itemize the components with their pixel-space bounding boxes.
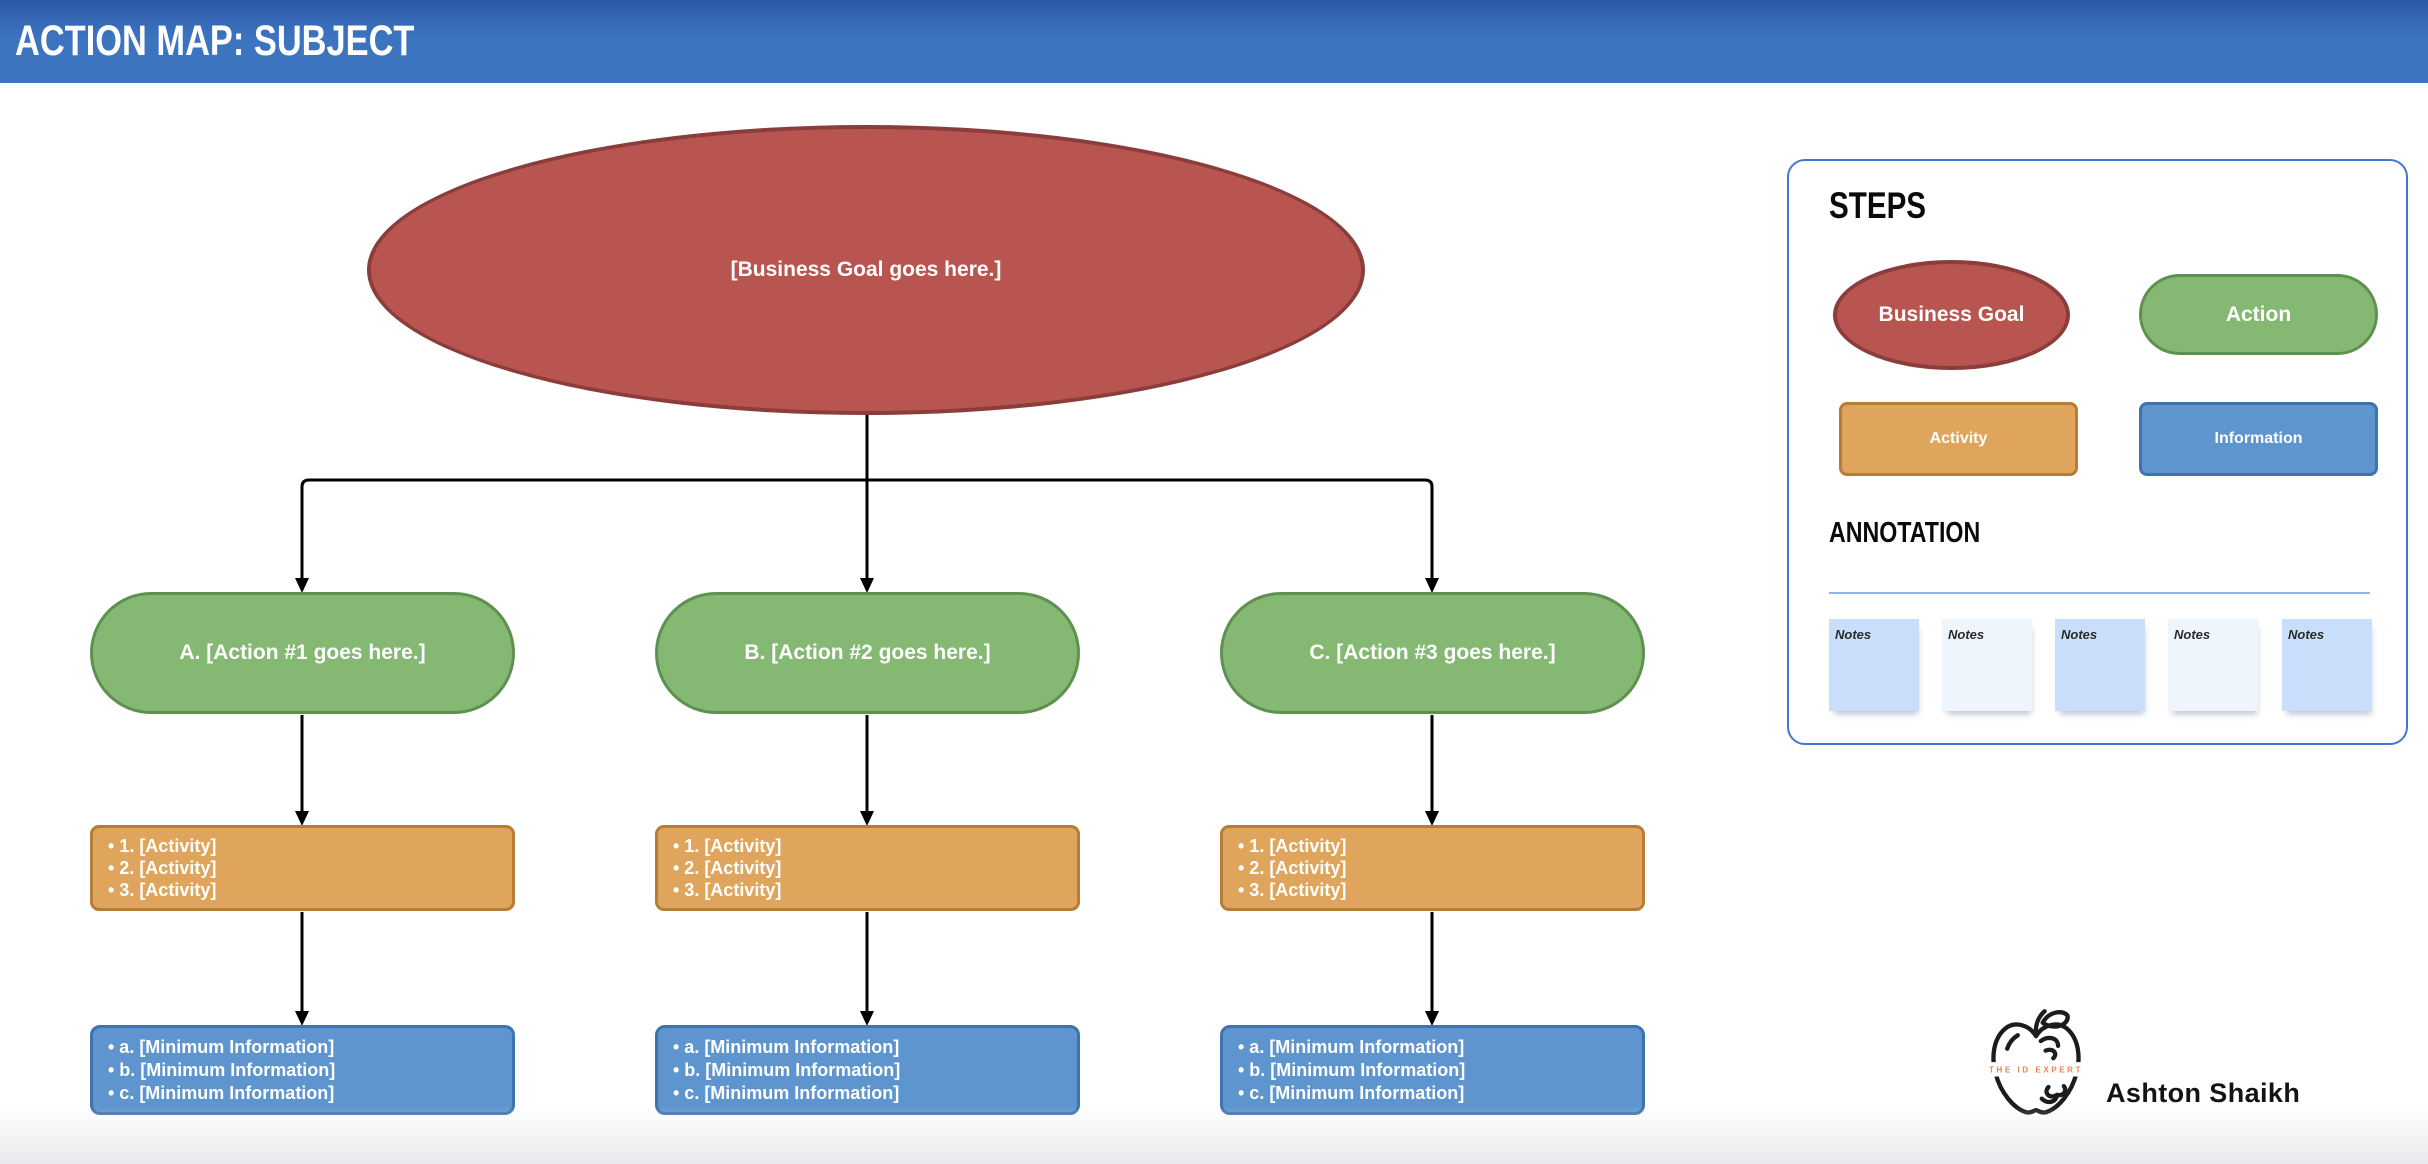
connector-branch: [300, 478, 1434, 580]
activity-line: • 2. [Activity]: [108, 858, 217, 878]
arrowhead-icon: [295, 578, 309, 593]
activity-line: • 1. [Activity]: [108, 836, 217, 856]
arrowhead-icon: [860, 811, 874, 826]
action-label: C. [Action #3 goes here.]: [1309, 641, 1556, 664]
arrowhead-icon: [1425, 578, 1439, 593]
sticky-note: Notes: [2055, 619, 2145, 711]
activity-line: • 2. [Activity]: [673, 858, 782, 878]
apple-brain-logo-icon: THE ID EXPERT: [1976, 1009, 2096, 1115]
legend-business-goal-shape: Business Goal: [1833, 260, 2070, 370]
legend-activity-label: Activity: [1929, 430, 1988, 447]
activity-line: • 2. [Activity]: [1238, 858, 1347, 878]
action-label: B. [Action #2 goes here.]: [744, 641, 991, 664]
information-line: • b. [Minimum Information]: [673, 1059, 901, 1080]
page-title: ACTION MAP: SUBJECT: [15, 17, 415, 65]
activity-node-a: • 1. [Activity] • 2. [Activity] • 3. [Ac…: [90, 825, 515, 911]
information-line: • a. [Minimum Information]: [673, 1036, 900, 1057]
activity-node-b: • 1. [Activity] • 2. [Activity] • 3. [Ac…: [655, 825, 1080, 911]
arrowhead-icon: [860, 578, 874, 593]
information-line: • a. [Minimum Information]: [108, 1036, 335, 1057]
legend-action-label: Action: [2225, 302, 2292, 326]
author-name: Ashton Shaikh: [2106, 1078, 2301, 1108]
information-line: • b. [Minimum Information]: [1238, 1059, 1466, 1080]
activity-line: • 3. [Activity]: [1238, 880, 1347, 900]
title-bar: ACTION MAP: SUBJECT: [0, 0, 2428, 83]
legend-action-shape: Action: [2139, 274, 2378, 355]
activity-line: • 3. [Activity]: [673, 880, 782, 900]
information-line: • c. [Minimum Information]: [1238, 1082, 1465, 1103]
legend-activity-shape: Activity: [1839, 402, 2078, 476]
information-node-c: • a. [Minimum Information] • b. [Minimum…: [1220, 1025, 1645, 1115]
sticky-note: Notes: [1829, 619, 1919, 711]
sticky-note: Notes: [2282, 619, 2372, 711]
action-node-b: B. [Action #2 goes here.]: [655, 592, 1080, 714]
arrowhead-icon: [295, 811, 309, 826]
activity-line: • 3. [Activity]: [108, 880, 217, 900]
activity-line: • 1. [Activity]: [1238, 836, 1347, 856]
information-line: • b. [Minimum Information]: [108, 1059, 336, 1080]
arrowhead-icon: [1425, 811, 1439, 826]
legend-steps-title: STEPS: [1829, 185, 1927, 226]
business-goal-node: [Business Goal goes here.]: [367, 125, 1365, 415]
action-node-c: C. [Action #3 goes here.]: [1220, 592, 1645, 714]
information-line: • c. [Minimum Information]: [108, 1082, 335, 1103]
action-node-a: A. [Action #1 goes here.]: [90, 592, 515, 714]
arrowhead-icon: [295, 1011, 309, 1026]
legend-information-label: Information: [2214, 430, 2303, 447]
logo-wordmark: THE ID EXPERT: [1989, 1066, 2083, 1075]
information-node-a: • a. [Minimum Information] • b. [Minimum…: [90, 1025, 515, 1115]
legend-information-shape: Information: [2139, 402, 2378, 476]
legend-annotation-title: ANNOTATION: [1829, 517, 1981, 549]
information-line: • c. [Minimum Information]: [673, 1082, 900, 1103]
arrowhead-icon: [1425, 1011, 1439, 1026]
annotation-divider: [1829, 592, 2370, 594]
action-label: A. [Action #1 goes here.]: [179, 641, 426, 664]
activity-node-c: • 1. [Activity] • 2. [Activity] • 3. [Ac…: [1220, 825, 1645, 911]
sticky-note: Notes: [1942, 619, 2032, 711]
activity-line: • 1. [Activity]: [673, 836, 782, 856]
information-line: • a. [Minimum Information]: [1238, 1036, 1465, 1057]
legend-business-goal-label: Business Goal: [1878, 303, 2025, 326]
legend-panel: STEPS Business Goal Action Activity Info…: [1787, 159, 2408, 745]
information-node-b: • a. [Minimum Information] • b. [Minimum…: [655, 1025, 1080, 1115]
arrowhead-icon: [860, 1011, 874, 1026]
business-goal-label: [Business Goal goes here.]: [730, 258, 1002, 281]
sticky-note: Notes: [2168, 619, 2258, 711]
